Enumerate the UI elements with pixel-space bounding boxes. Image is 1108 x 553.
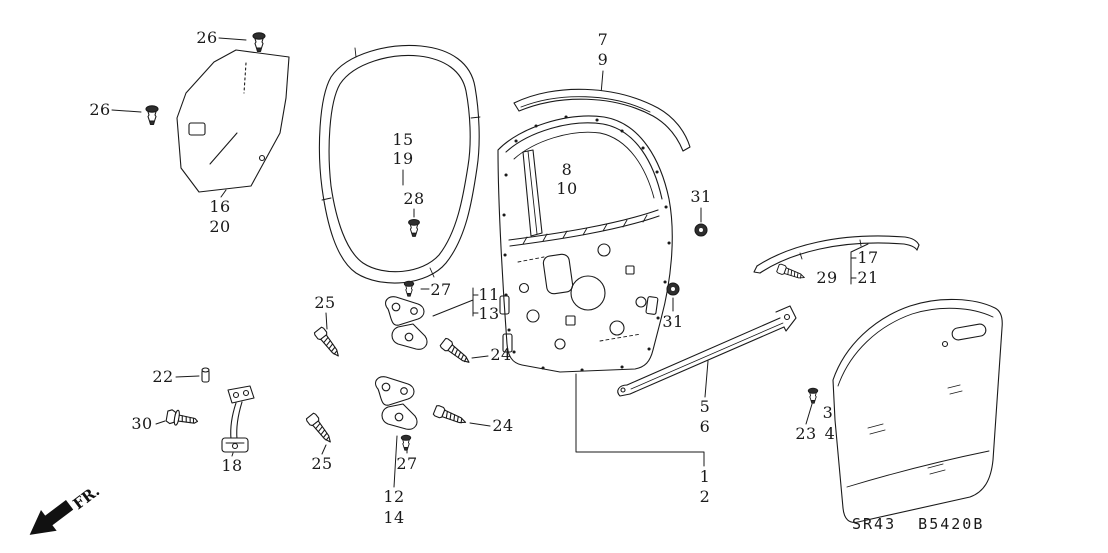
bolt-24-icon-upper	[439, 337, 473, 368]
fr-direction-label: FR.	[70, 482, 103, 513]
rear-quarter-molding	[753, 235, 920, 274]
door-inner-panel	[497, 115, 673, 373]
door-outer-panel	[832, 298, 1003, 523]
bolt-30-icon	[165, 408, 200, 430]
lower-hinge	[375, 376, 418, 430]
clip-27-icon-lower	[400, 434, 412, 451]
screw-25-icon-upper	[313, 326, 344, 360]
window-sash	[522, 149, 543, 237]
door-beam	[617, 305, 797, 397]
door-checker	[221, 385, 255, 453]
door-hole-seal-liner	[176, 49, 290, 193]
grommet-31-icon-a	[694, 223, 708, 237]
screw-25-icon-lower	[305, 412, 336, 446]
screw-29-icon	[775, 263, 807, 283]
door-weatherstrip	[318, 44, 481, 284]
upper-hinge	[385, 296, 428, 350]
bolt-24-icon-lower	[432, 404, 469, 429]
clip-23-icon	[807, 387, 819, 404]
clip-27-icon-upper	[403, 280, 415, 297]
fr-direction-arrow-icon	[29, 499, 74, 535]
diagram-code: SR43 B5420B	[852, 515, 985, 533]
checker-pin-22-icon	[201, 367, 210, 383]
grommet-31-icon-b	[666, 282, 680, 296]
clip-28-icon	[408, 219, 420, 237]
clip-26-icon-b	[145, 105, 159, 126]
upper-door-molding	[513, 88, 691, 152]
clip-26-icon-a	[252, 32, 266, 53]
